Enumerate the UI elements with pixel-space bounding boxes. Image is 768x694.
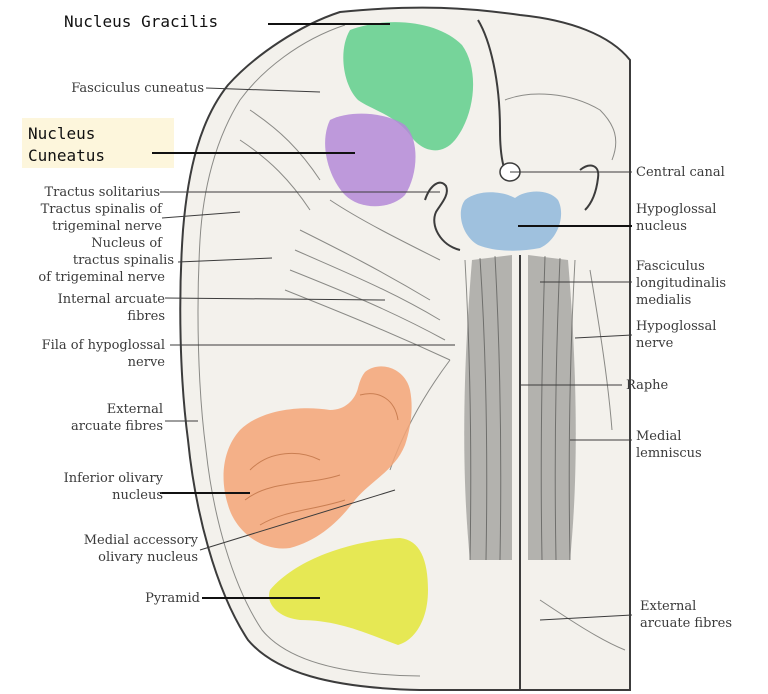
label-nucleus-tractus-line1: Nucleus of — [91, 236, 163, 251]
right-labels: Central canal Hypoglossal nucleus Fascic… — [626, 165, 732, 631]
ventricle-notch — [424, 181, 461, 251]
leader-external-arcuate-right — [539, 614, 633, 621]
nucleus-cuneatus-label-highlight — [22, 118, 174, 168]
inferior-olivary-nucleus-region — [223, 366, 412, 549]
label-hypoglossal-nerve-line2: nerve — [636, 336, 674, 351]
label-tractus-spinalis-line2: trigeminal nerve — [52, 219, 162, 234]
medulla-inner-contour — [197, 24, 421, 677]
nucleus-cuneatus-region — [325, 113, 416, 207]
right-dorsal-boundary — [504, 93, 617, 161]
label-inferior-olivary-line2: nucleus — [112, 488, 163, 503]
label-fasciculus-cuneatus: Fasciculus cuneatus — [71, 81, 204, 96]
olivary-folds — [244, 393, 399, 526]
label-external-arcuate-left-line2: arcuate fibres — [71, 419, 163, 434]
label-nucleus-tractus-line2: tractus spinalis — [73, 253, 174, 268]
leader-medial-accessory — [199, 489, 396, 551]
label-nucleus-gracilis: Nucleus Gracilis — [64, 12, 218, 31]
leader-hypoglossal-nerve — [574, 334, 633, 339]
leader-lines — [152, 23, 633, 621]
label-nucleus-cuneatus-line1: Nucleus — [28, 124, 95, 143]
label-nucleus-tractus-line3: of trigeminal nerve — [38, 270, 165, 285]
label-external-arcuate-left-line1: External — [107, 402, 163, 417]
label-pyramid: Pyramid — [145, 591, 200, 606]
leader-internal-arcuate — [164, 297, 386, 301]
label-external-arcuate-right-line2: arcuate fibres — [640, 616, 732, 631]
label-hypoglossal-nerve-line1: Hypoglossal — [636, 319, 716, 334]
pyramid-region — [269, 538, 428, 645]
label-hypoglossal-nucleus-line2: nucleus — [636, 219, 687, 234]
label-fasciculus-longitudinalis-line1: Fasciculus — [636, 259, 705, 274]
label-tractus-solitarius: Tractus solitarius — [44, 185, 160, 200]
label-hypoglossal-nucleus-line1: Hypoglossal — [636, 202, 716, 217]
right-medial-lemniscus — [528, 255, 576, 560]
leader-nucleus-tractus — [177, 257, 273, 263]
label-raphe: Raphe — [626, 378, 669, 393]
right-ventricle-notch — [579, 164, 600, 211]
left-labels: Nucleus Gracilis Fasciculus cuneatus Nuc… — [28, 12, 218, 606]
hypoglossal-nucleus-region — [460, 191, 562, 251]
label-external-arcuate-right-line1: External — [640, 599, 696, 614]
label-medial-lemniscus-line2: lemniscus — [636, 446, 702, 461]
label-fila-hypoglossal-line1: Fila of hypoglossal — [42, 338, 165, 353]
label-central-canal: Central canal — [636, 165, 725, 180]
label-fila-hypoglossal-line2: nerve — [128, 355, 166, 370]
label-internal-arcuate-line1: Internal arcuate — [58, 292, 166, 307]
label-nucleus-cuneatus-line2: Cuneatus — [28, 146, 105, 165]
label-fasciculus-longitudinalis-line2: longitudinalis — [636, 276, 726, 291]
label-inferior-olivary-line1: Inferior olivary — [64, 471, 164, 486]
leader-tractus-spinalis — [161, 211, 241, 219]
label-internal-arcuate-line2: fibres — [127, 309, 165, 324]
label-medial-accessory-line2: olivary nucleus — [98, 550, 198, 565]
left-medial-lemniscus — [464, 255, 512, 560]
label-tractus-spinalis-line1: Tractus spinalis of — [41, 202, 164, 217]
label-fasciculus-longitudinalis-line3: medialis — [636, 293, 691, 308]
label-medial-lemniscus-line1: Medial — [636, 429, 681, 444]
label-medial-accessory-line1: Medial accessory — [84, 533, 199, 548]
leader-fasciculus-cuneatus — [205, 87, 321, 93]
nucleus-gracilis-region — [343, 22, 474, 151]
